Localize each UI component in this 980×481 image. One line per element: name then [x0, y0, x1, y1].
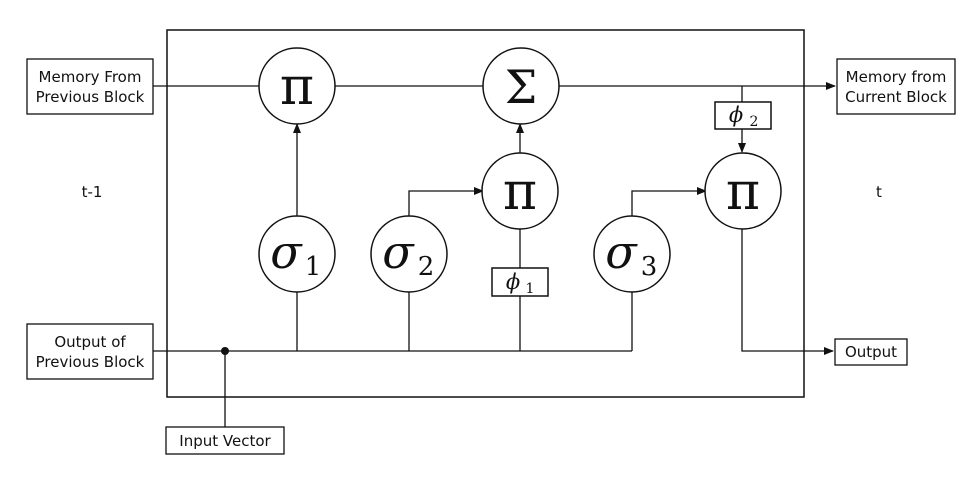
sigma2-node: σ 2	[370, 215, 448, 293]
sigma3-to-pi-arrow	[631, 187, 707, 216]
junction-dot	[221, 347, 229, 355]
time-prev-label: t-1	[82, 183, 103, 201]
sigma2-to-pi-arrow	[408, 187, 484, 216]
phi2-box: ϕ 2	[714, 101, 772, 130]
time-curr-label: t	[876, 183, 882, 201]
sigma3-subscript: 3	[641, 252, 658, 282]
output-label: Output	[845, 343, 897, 361]
input-vector-box: Input Vector	[165, 426, 285, 455]
sigma2-symbol: σ	[382, 225, 415, 279]
output-of-previous-block-line2: Previous Block	[36, 353, 145, 371]
sigma1-subscript: 1	[305, 252, 322, 282]
pi-to-output-arrow	[741, 229, 834, 355]
output-of-previous-block-box: Output of Previous Block	[26, 323, 154, 380]
phi2-subscript: 2	[750, 114, 759, 130]
phi1-subscript: 1	[526, 281, 535, 297]
pi-middle-node: π	[481, 152, 559, 230]
memory-from-previous-block-line2: Previous Block	[36, 88, 145, 106]
sigma3-symbol: σ	[605, 225, 638, 279]
pi-output-node: π	[704, 152, 782, 230]
sigma2-subscript: 2	[418, 252, 435, 282]
output-box: Output	[834, 338, 908, 366]
memory-from-current-block-line1: Memory from	[846, 68, 947, 86]
phi2-symbol: ϕ	[729, 103, 743, 127]
memory-from-current-block-box: Memory from Current Block	[836, 58, 956, 115]
pi-output-symbol: π	[726, 162, 760, 222]
sigma1-symbol: σ	[270, 225, 303, 279]
pi-middle-symbol: π	[503, 162, 537, 222]
output-of-previous-block-line1: Output of	[54, 333, 126, 351]
sum-symbol: Σ	[505, 60, 538, 114]
main-block-frame	[166, 29, 805, 398]
phi1-symbol: ϕ	[506, 270, 520, 294]
pi-memory-node: π	[258, 47, 336, 125]
sum-node: Σ	[482, 47, 560, 125]
pi-memory-symbol: π	[280, 57, 314, 117]
memory-from-previous-block-line1: Memory From	[39, 68, 142, 86]
phi1-box: ϕ 1	[491, 267, 549, 297]
memory-from-current-block-line2: Current Block	[845, 88, 947, 106]
input-vector-label: Input Vector	[179, 432, 271, 450]
sigma3-node: σ 3	[593, 215, 671, 293]
sigma1-node: σ 1	[258, 215, 336, 293]
memory-from-previous-block-box: Memory From Previous Block	[26, 58, 154, 115]
